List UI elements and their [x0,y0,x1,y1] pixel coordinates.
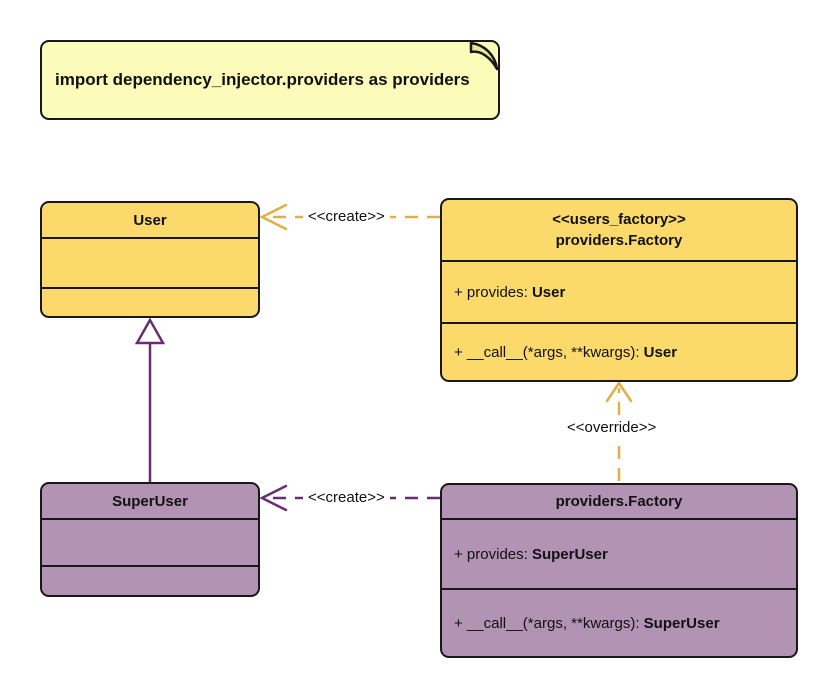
class-superuser-factory: providers.Factory + provides: SuperUser … [440,483,798,658]
class-superuser-attributes-compartment [42,518,258,565]
class-user-methods-compartment [42,287,258,316]
class-users-factory-name: providers.Factory [555,232,683,249]
edge-label-create-user: <<create>> [303,207,390,226]
class-user: User [40,201,260,318]
class-superuser-factory-title: providers.Factory [555,493,683,510]
class-users-factory-stereotype: <<users_factory>> [552,211,686,228]
class-superuser-title: SuperUser [112,492,188,510]
attribute-provides: + provides: User [454,283,566,301]
class-superuser: SuperUser [40,482,260,597]
note-fold-corner-icon [469,41,499,71]
class-superuser-methods-compartment [42,565,258,595]
class-users-factory: <<users_factory>> providers.Factory + pr… [440,198,798,382]
method-call: + __call__(*args, **kwargs): SuperUser [454,614,720,632]
note-import-statement: import dependency_injector.providers as … [40,40,500,120]
class-user-attributes-compartment [42,237,258,287]
class-users-factory-title: <<users_factory>> providers.Factory [442,200,796,260]
method-call: + __call__(*args, **kwargs): User [454,343,678,361]
class-superuser-factory-methods-compartment: + __call__(*args, **kwargs): SuperUser [442,588,796,656]
note-text: import dependency_injector.providers as … [55,70,470,89]
class-superuser-factory-attributes-compartment: + provides: SuperUser [442,518,796,588]
class-user-title: User [133,211,167,229]
attribute-provides: + provides: SuperUser [454,545,608,563]
edge-inheritance [134,317,166,482]
edge-label-override: <<override>> [562,418,662,437]
edge-label-create-superuser: <<create>> [303,488,390,507]
class-users-factory-methods-compartment: + __call__(*args, **kwargs): User [442,322,796,380]
class-users-factory-attributes-compartment: + provides: User [442,260,796,322]
